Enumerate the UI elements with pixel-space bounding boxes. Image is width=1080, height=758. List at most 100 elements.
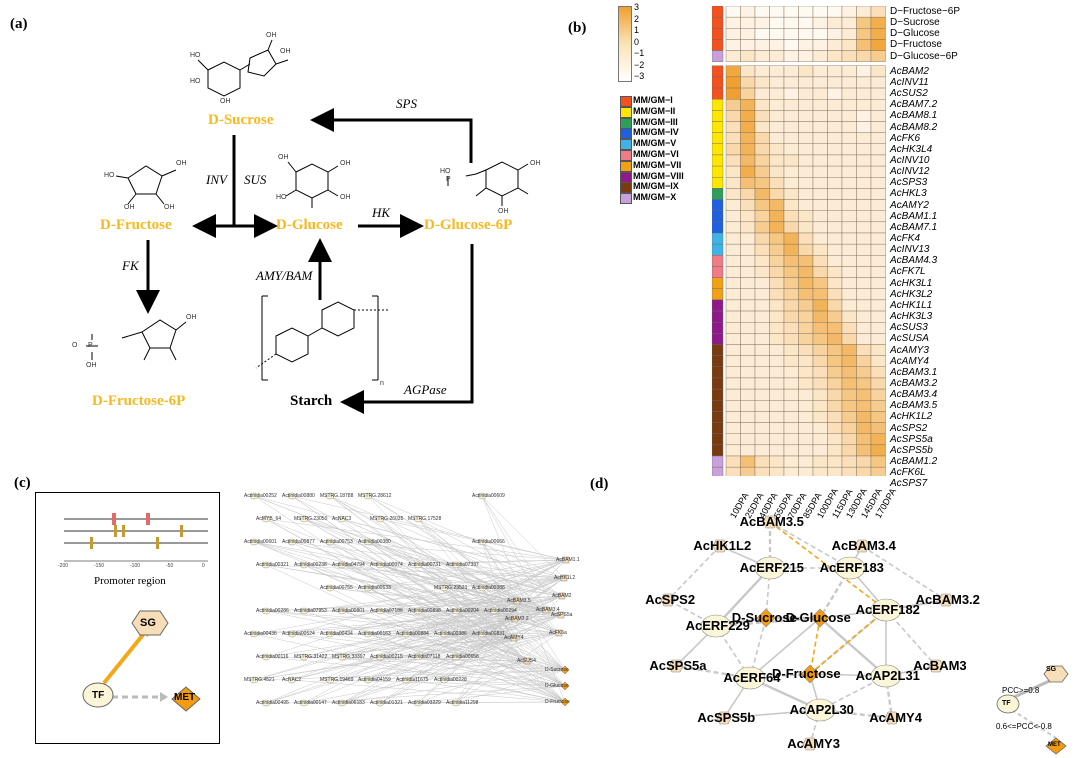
heatmap-cell: [783, 344, 799, 356]
heatmap-cell: [856, 39, 872, 51]
cluster-band-cell: [712, 243, 724, 256]
pathway-diagram: [86, 39, 529, 414]
heatmap-cell: [841, 76, 857, 89]
cluster-band-cell: [712, 277, 724, 289]
heatmap-cell: [783, 65, 799, 78]
heatmap-cell: [783, 121, 799, 133]
network-node-label: AcBAM3: [913, 658, 967, 673]
metabolite-node: [756, 608, 776, 628]
heatmap-cell: [827, 400, 843, 412]
cluster-band-cell: [712, 299, 724, 312]
heatmap-cell: [827, 132, 843, 145]
network-edge: [341, 564, 563, 597]
heatmap-cell: [769, 143, 785, 156]
atom-label: OH: [530, 160, 541, 167]
heatmap-cell: [754, 422, 770, 434]
heatmap-cell: [841, 400, 857, 412]
heatmap-cell: [740, 143, 756, 156]
heatmap-cell: [754, 132, 770, 145]
network-node-label: AcSPS5b: [697, 710, 756, 725]
heatmap-cell: [812, 6, 828, 18]
cluster-label: MM/GM−X: [633, 192, 677, 203]
network-node-label: AcERF64: [723, 670, 781, 685]
heatmap-cell: [769, 377, 785, 390]
heatmap-cell: [841, 433, 857, 446]
heatmap-cell: [870, 288, 886, 301]
heatmap-cell: [754, 6, 770, 18]
network-node-label: D-Sucrose: [731, 610, 797, 625]
heatmap-cell: [740, 110, 756, 122]
network-node-label: D-Fructose: [545, 699, 570, 705]
network-edge: [329, 600, 518, 635]
heatmap-cell: [870, 177, 886, 189]
heatmap-cell: [870, 266, 886, 278]
heatmap-cell: [769, 50, 785, 62]
network-edge: [265, 595, 563, 612]
promoter-tick: -50: [166, 563, 174, 569]
heatmap-cell: [827, 110, 843, 122]
gene-row-label: AcFK4: [890, 233, 921, 244]
enzyme-hk: HK: [372, 205, 391, 220]
tf-node: [325, 538, 335, 546]
heatmap-cell: [725, 132, 741, 145]
heatmap-cell: [812, 199, 828, 211]
heatmap-cell: [827, 39, 843, 51]
cluster-swatch: [620, 106, 632, 118]
network-node-label: AcFK6a: [549, 630, 567, 636]
tf-node: [287, 676, 297, 684]
gene-node: [762, 515, 778, 529]
network-node-label: Actinidia00163: [358, 631, 391, 637]
cluster-band-cell: [712, 422, 724, 434]
gene-row-label: AcAMY2: [890, 199, 929, 211]
heatmap-cell: [754, 121, 770, 133]
heatmap-cell: [827, 221, 843, 234]
gene-row-label: AcSPS7: [890, 478, 928, 490]
network-node-label: Actinidia06183: [332, 700, 365, 706]
heatmap-cell: [783, 288, 799, 301]
heatmap-cell: [769, 28, 785, 40]
core-network: [660, 515, 954, 751]
panel-letter-d: (d): [590, 476, 609, 492]
heatmap-cell: [827, 310, 843, 323]
tf-node: [337, 653, 347, 661]
heatmap-cell: [812, 388, 828, 401]
network-edge: [291, 614, 562, 681]
heatmap-cell: [856, 377, 872, 390]
heatmap-cell: [856, 455, 872, 468]
heatmap-cell: [841, 310, 857, 323]
pcc-legend-met: MET: [1048, 742, 1061, 748]
network-edge: [481, 587, 566, 687]
network-node-label: D-Glucose: [545, 683, 569, 689]
heatmap-cell: [783, 154, 799, 167]
heatmap-cell: [740, 65, 756, 78]
network-node-label: Actinidia00658: [446, 654, 479, 660]
heatmap-cell: [827, 65, 843, 78]
network-edge: [405, 577, 565, 681]
heatmap-cell: [798, 355, 814, 367]
heatmap-cell: [754, 299, 770, 312]
atom-label: OH: [164, 204, 175, 211]
tf-node: [299, 653, 309, 661]
heatmap-cell: [827, 76, 843, 89]
cluster-band-cell: [712, 165, 724, 178]
network-edge: [341, 564, 515, 639]
network-node-label: AcAP2L30: [789, 702, 854, 717]
heatmap-cell: [827, 299, 843, 312]
heatmap-cell: [812, 132, 828, 145]
enzyme-sus: SUS: [244, 172, 267, 187]
network-edge: [341, 656, 566, 703]
heatmap-cell: [812, 333, 828, 345]
network-edge: [417, 632, 560, 658]
heatmap-cell: [725, 98, 741, 111]
network-node-label: AcERF183: [819, 560, 884, 575]
heatmap-cell: [740, 444, 756, 457]
heatmap-cell: [783, 466, 799, 476]
pcc-legend-strong: PCC>=0.8: [1002, 686, 1040, 695]
heatmap-cell: [798, 87, 814, 100]
heatmap-cell: [754, 98, 770, 111]
cluster-band-cell: [712, 355, 724, 367]
heatmap-cell: [783, 165, 799, 178]
heatmap-cell: [769, 87, 785, 100]
cluster-band-cell: [712, 65, 724, 78]
heatmap-cell: [827, 121, 843, 133]
